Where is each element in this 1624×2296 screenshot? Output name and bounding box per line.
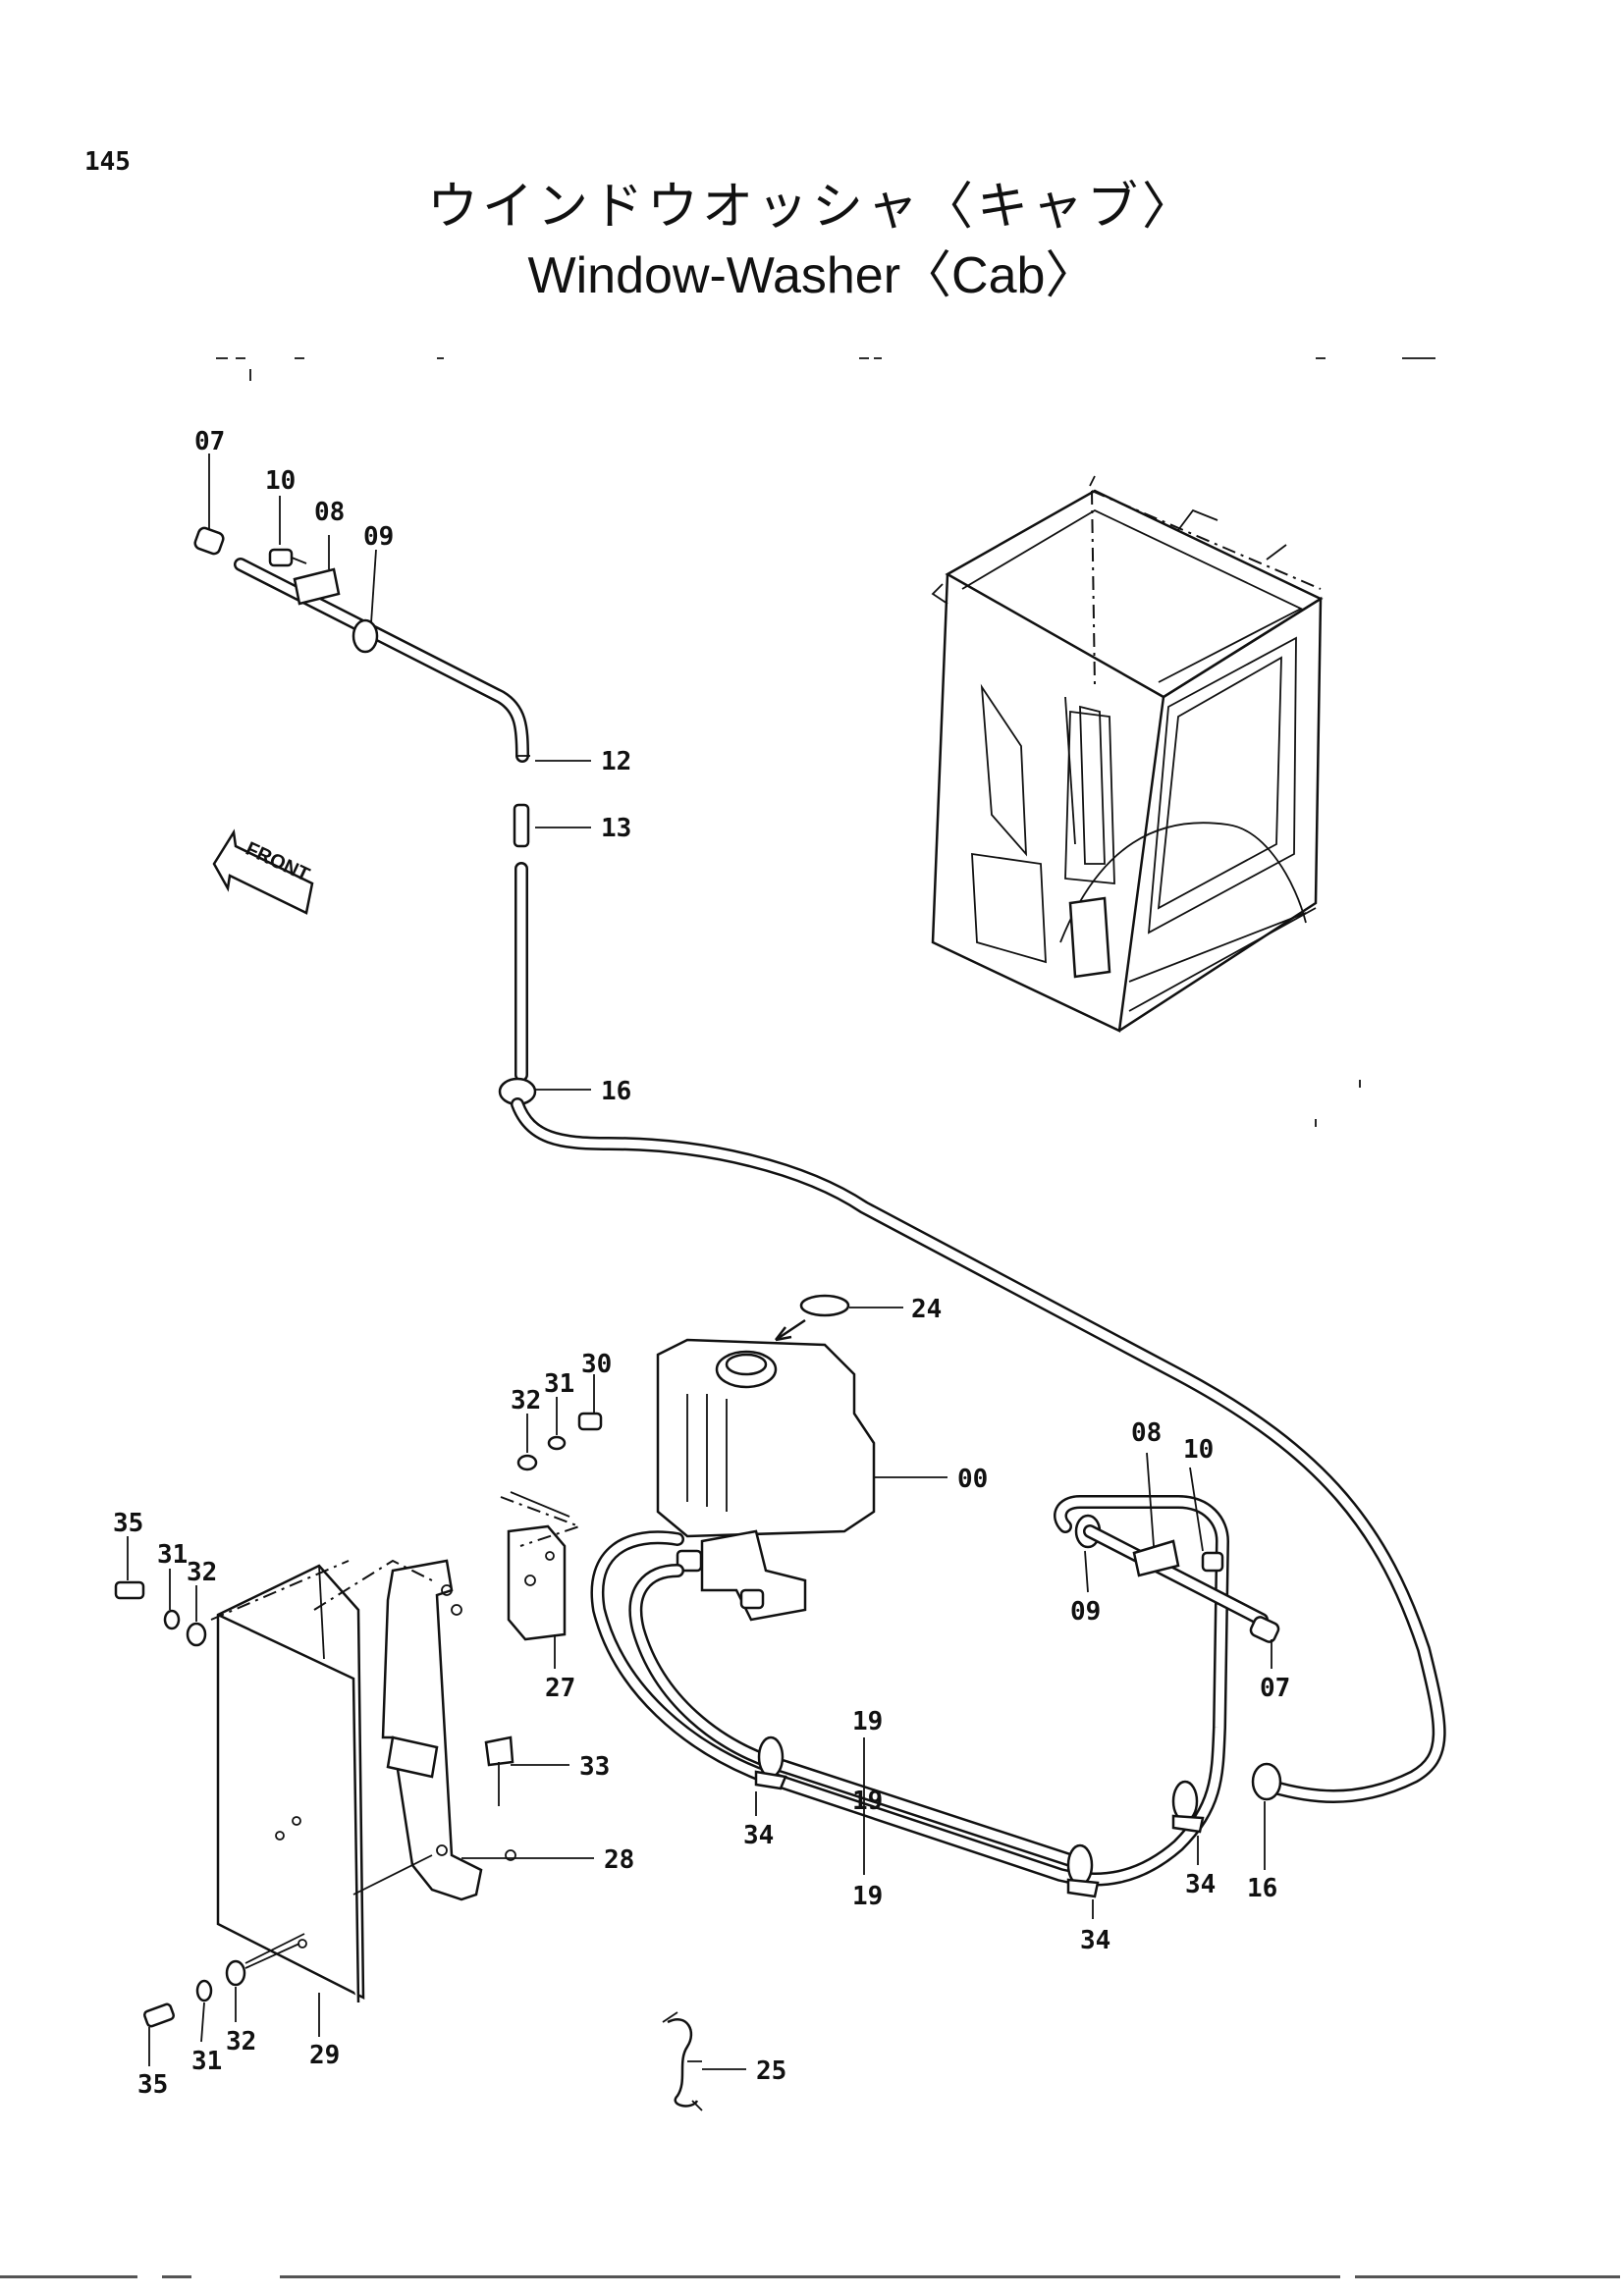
callout-16-mid: 16 <box>601 1077 631 1106</box>
clamp-34-a <box>754 1735 787 1790</box>
front-label: FRONT <box>243 838 313 886</box>
cab-illustration <box>931 475 1324 1033</box>
callout-09-right: 09 <box>1070 1597 1101 1627</box>
callout-35-left: 35 <box>113 1509 143 1538</box>
leader-lines <box>127 454 1272 2070</box>
callout-12: 12 <box>601 747 631 776</box>
title-english: Window-Washer〈Cab〉 <box>527 247 1097 304</box>
callout-30: 30 <box>581 1350 612 1379</box>
callout-19-c: 19 <box>852 1882 883 1911</box>
scan-marks <box>216 357 1435 1127</box>
callout-34-a: 34 <box>743 1821 774 1850</box>
callout-08-top: 08 <box>314 498 345 527</box>
footer-rule-3 <box>280 2275 1340 2278</box>
callout-31-top: 31 <box>544 1369 574 1399</box>
title-japanese: ウインドウオッシャ〈キャブ〉 <box>426 178 1197 237</box>
tank-hoses <box>590 1495 1282 1898</box>
callout-19-a: 19 <box>852 1707 883 1736</box>
callout-09-top: 09 <box>363 522 394 552</box>
right-nozzle-assembly <box>1074 1514 1280 1643</box>
callout-19-b: 19 <box>852 1787 883 1816</box>
callout-28: 28 <box>604 1845 634 1875</box>
callout-32-bottom: 32 <box>226 2027 256 2056</box>
callout-35-bottom: 35 <box>137 2070 168 2100</box>
callout-33: 33 <box>579 1752 610 1782</box>
callout-32-left: 32 <box>187 1558 217 1587</box>
clip-25 <box>662 2011 703 2111</box>
upper-nozzle-assembly <box>193 526 1446 1803</box>
callout-10-right: 10 <box>1183 1435 1214 1465</box>
washer-tank <box>656 1294 876 1622</box>
callout-00: 00 <box>957 1465 988 1494</box>
footer-rule-1 <box>0 2275 137 2278</box>
bracket-assembly <box>210 1491 582 2003</box>
clamp-34-c <box>1171 1780 1205 1834</box>
callout-labels: 07 10 08 09 12 13 16 24 00 30 31 32 35 3… <box>113 427 1290 2100</box>
front-arrow-tag: FRONT <box>212 828 314 915</box>
callout-34-c: 34 <box>1185 1870 1216 1899</box>
footer-rule-2 <box>162 2275 191 2278</box>
hardware-35-31-32-bottom <box>142 1943 300 2028</box>
callout-24: 24 <box>911 1295 942 1324</box>
callout-07-top: 07 <box>194 427 225 456</box>
callout-10-top: 10 <box>265 466 296 496</box>
callout-34-b: 34 <box>1080 1926 1110 1955</box>
callout-07-right: 07 <box>1260 1674 1290 1703</box>
clamp-34-b <box>1066 1843 1100 1898</box>
hardware-35-31-32-left <box>114 1580 207 1647</box>
callout-32-top: 32 <box>511 1386 541 1415</box>
hardware-30-31-32 <box>516 1412 603 1471</box>
page-number: 145 <box>84 147 131 177</box>
callout-29: 29 <box>309 2041 340 2070</box>
callout-13: 13 <box>601 814 631 843</box>
callout-25: 25 <box>756 2056 786 2086</box>
callout-31-bottom: 31 <box>191 2047 222 2076</box>
callout-27: 27 <box>545 1674 575 1703</box>
callout-31-left: 31 <box>157 1540 188 1570</box>
footer-rule-4 <box>1355 2275 1620 2278</box>
callout-08-right: 08 <box>1131 1418 1162 1448</box>
callout-16-right: 16 <box>1247 1874 1277 1903</box>
